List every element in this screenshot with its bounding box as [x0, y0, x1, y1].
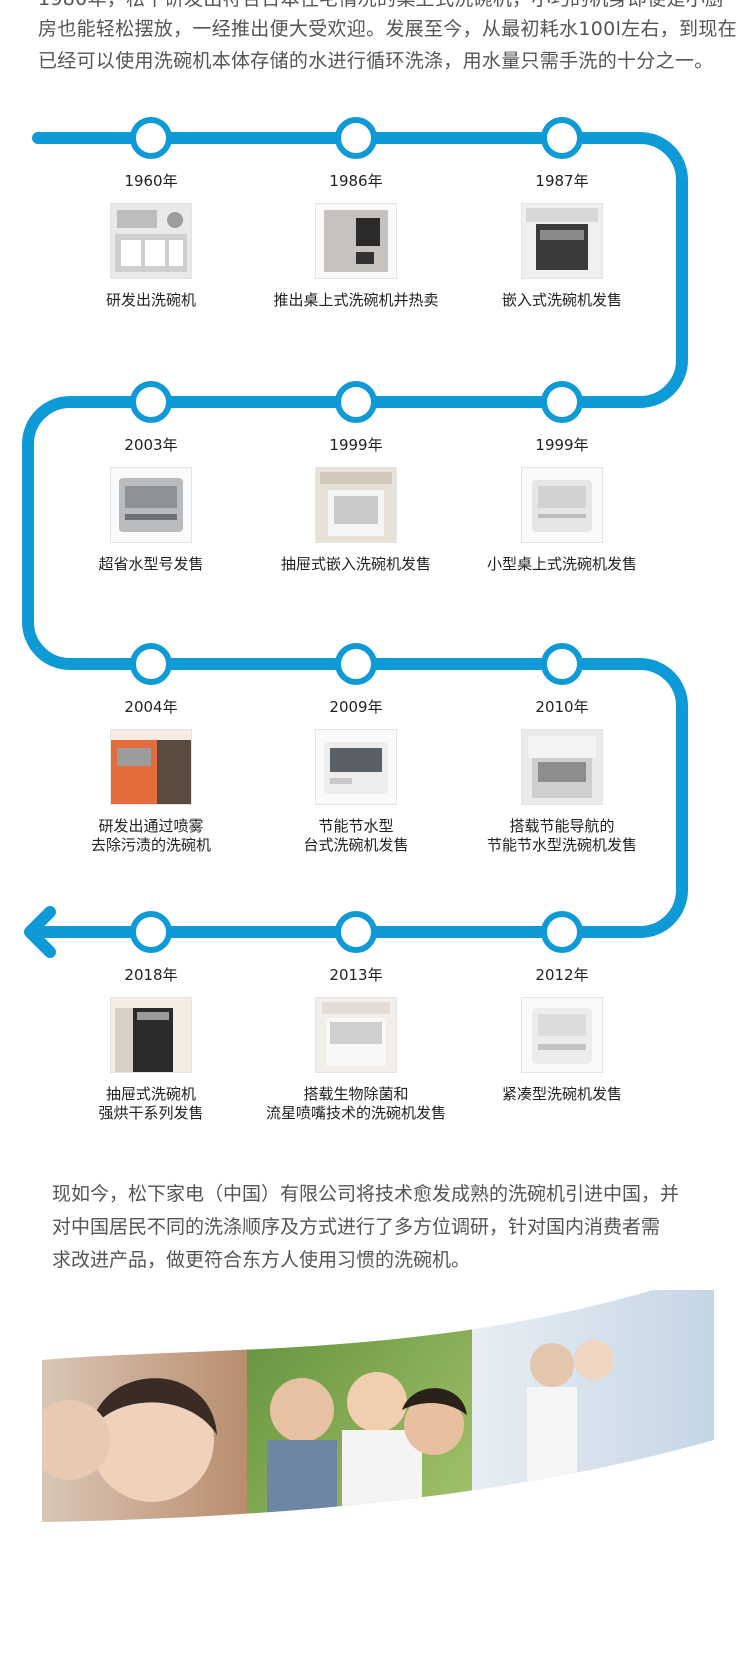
timeline-year: 2009年 — [329, 698, 383, 716]
timeline-node: 2010年搭载节能导航的节能节水型洗碗机发售 — [452, 697, 672, 855]
timeline-caption-line: 搭载生物除菌和 — [303, 1085, 409, 1103]
timeline-caption: 搭载节能导航的节能节水型洗碗机发售 — [452, 817, 672, 855]
timeline-caption: 研发出通过喷雾去除污渍的洗碗机 — [41, 817, 261, 855]
timeline-caption: 小型桌上式洗碗机发售 — [452, 555, 672, 574]
white-countertop-dishwasher-icon — [315, 729, 397, 805]
timeline-node: 1999年小型桌上式洗碗机发售 — [452, 435, 672, 574]
timeline-node-marker — [130, 911, 172, 953]
timeline-path — [22, 132, 688, 938]
timeline-caption-line: 强烘干系列发售 — [98, 1104, 204, 1122]
timeline-caption-line: 紧凑型洗碗机发售 — [501, 1085, 622, 1103]
timeline-caption-line: 超省水型号发售 — [98, 555, 204, 573]
timeline-node: 2003年超省水型号发售 — [41, 435, 261, 574]
timeline-node-marker — [130, 117, 172, 159]
timeline-year: 1987年 — [535, 172, 589, 190]
timeline-year: 2004年 — [124, 698, 178, 716]
timeline-caption: 搭载生物除菌和流星喷嘴技术的洗碗机发售 — [246, 1085, 466, 1123]
timeline-year: 1999年 — [329, 436, 383, 454]
outro-line: 现如今，松下家电（中国）有限公司将技术愈发成熟的洗碗机引进中国，并 — [52, 1183, 680, 1205]
timeline-year: 2003年 — [124, 436, 178, 454]
timeline-caption: 紧凑型洗碗机发售 — [452, 1085, 672, 1104]
timeline-caption-line: 节能节水型 — [318, 817, 394, 835]
compact-dishwasher-icon — [521, 467, 603, 543]
timeline-caption-line: 搭载节能导航的 — [509, 817, 615, 835]
timeline-node-marker — [130, 381, 172, 423]
timeline-caption-line: 台式洗碗机发售 — [303, 836, 409, 854]
built-in-dishwasher-icon — [521, 203, 603, 279]
outro-text: 现如今，松下家电（中国）有限公司将技术愈发成熟的洗碗机引进中国，并 对中国居民不… — [52, 1178, 702, 1277]
timeline-caption: 推出桌上式洗碗机并热卖 — [246, 291, 466, 310]
timeline-caption: 超省水型号发售 — [41, 555, 261, 574]
timeline-node: 1999年抽屉式嵌入洗碗机发售 — [246, 435, 466, 574]
timeline-caption-line: 推出桌上式洗碗机并热卖 — [273, 291, 439, 309]
orange-drawer-dishwasher-icon — [110, 729, 192, 805]
timeline-node-marker — [541, 911, 583, 953]
timeline-node: 1987年嵌入式洗碗机发售 — [452, 171, 672, 310]
outro-line: 求改进产品，做更符合东方人使用习惯的洗碗机。 — [52, 1249, 471, 1271]
timeline-caption: 抽屉式嵌入洗碗机发售 — [246, 555, 466, 574]
drawer-dishwasher-icon — [315, 467, 397, 543]
timeline-node-marker — [335, 381, 377, 423]
family-banner-image — [42, 1290, 714, 1522]
timeline-year: 2018年 — [124, 966, 178, 984]
timeline-node: 2018年抽屉式洗碗机强烘干系列发售 — [41, 965, 261, 1123]
timeline-node-marker — [541, 643, 583, 685]
intro-line: 房也能轻松摆放，一经推出便大受欢迎。发展至今，从最初耗水100l左右，到现在 — [38, 18, 737, 40]
timeline-caption-line: 节能节水型洗碗机发售 — [486, 836, 637, 854]
timeline-caption-line: 抽屉式洗碗机 — [105, 1085, 196, 1103]
timeline-year: 2012年 — [535, 966, 589, 984]
timeline-year: 2010年 — [535, 698, 589, 716]
timeline-caption: 研发出洗碗机 — [41, 291, 261, 310]
timeline-caption-line: 研发出通过喷雾 — [98, 817, 204, 835]
timeline-caption-line: 流星喷嘴技术的洗碗机发售 — [265, 1104, 446, 1122]
open-drawer-dishwasher-icon — [521, 729, 603, 805]
timeline-node: 2012年紧凑型洗碗机发售 — [452, 965, 672, 1104]
timeline-node-marker — [335, 117, 377, 159]
timeline-nodes — [130, 117, 583, 953]
timeline-node-marker — [335, 911, 377, 953]
timeline-node-marker — [541, 117, 583, 159]
countertop-dishwasher-icon — [110, 467, 192, 543]
timeline-node: 2013年搭载生物除菌和流星喷嘴技术的洗碗机发售 — [246, 965, 466, 1123]
timeline-caption-line: 抽屉式嵌入洗碗机发售 — [280, 555, 431, 573]
timeline-caption-line: 小型桌上式洗碗机发售 — [486, 555, 637, 573]
timeline-node: 2009年节能节水型台式洗碗机发售 — [246, 697, 466, 855]
timeline-year: 1999年 — [535, 436, 589, 454]
intro-line: 1980年，松下研发出符合日本住宅情况的桌上式洗碗机，小巧的机身即便是小厨 — [38, 0, 724, 15]
timeline-caption-line: 去除污渍的洗碗机 — [90, 836, 211, 854]
intro-line: 已经可以使用洗碗机本体存储的水进行循环洗涤，用水量只需手洗的十分之一。 — [38, 50, 714, 72]
timeline-caption-line: 研发出洗碗机 — [105, 291, 196, 309]
timeline-node-marker — [130, 643, 172, 685]
timeline-node: 1960年研发出洗碗机 — [41, 171, 261, 310]
dishwasher-cabinet-icon — [315, 203, 397, 279]
timeline-year: 1960年 — [124, 172, 178, 190]
timeline-caption: 抽屉式洗碗机强烘干系列发售 — [41, 1085, 261, 1123]
kitchen-photo-icon — [110, 203, 192, 279]
compact-white-dishwasher-icon — [521, 997, 603, 1073]
timeline-node-marker — [335, 643, 377, 685]
timeline-year: 2013年 — [329, 966, 383, 984]
timeline-node: 2004年研发出通过喷雾去除污渍的洗碗机 — [41, 697, 261, 855]
timeline-year: 1986年 — [329, 172, 383, 190]
arrow-head-icon — [24, 906, 56, 958]
timeline-caption: 嵌入式洗碗机发售 — [452, 291, 672, 310]
black-drawer-dishwasher-icon — [110, 997, 192, 1073]
white-drawer-dishwasher-icon — [315, 997, 397, 1073]
outro-line: 对中国居民不同的洗涤顺序及方式进行了多方位调研，针对国内消费者需 — [52, 1216, 661, 1238]
timeline-caption-line: 嵌入式洗碗机发售 — [501, 291, 622, 309]
timeline-node-marker — [541, 381, 583, 423]
timeline-node: 1986年推出桌上式洗碗机并热卖 — [246, 171, 466, 310]
timeline-caption: 节能节水型台式洗碗机发售 — [246, 817, 466, 855]
